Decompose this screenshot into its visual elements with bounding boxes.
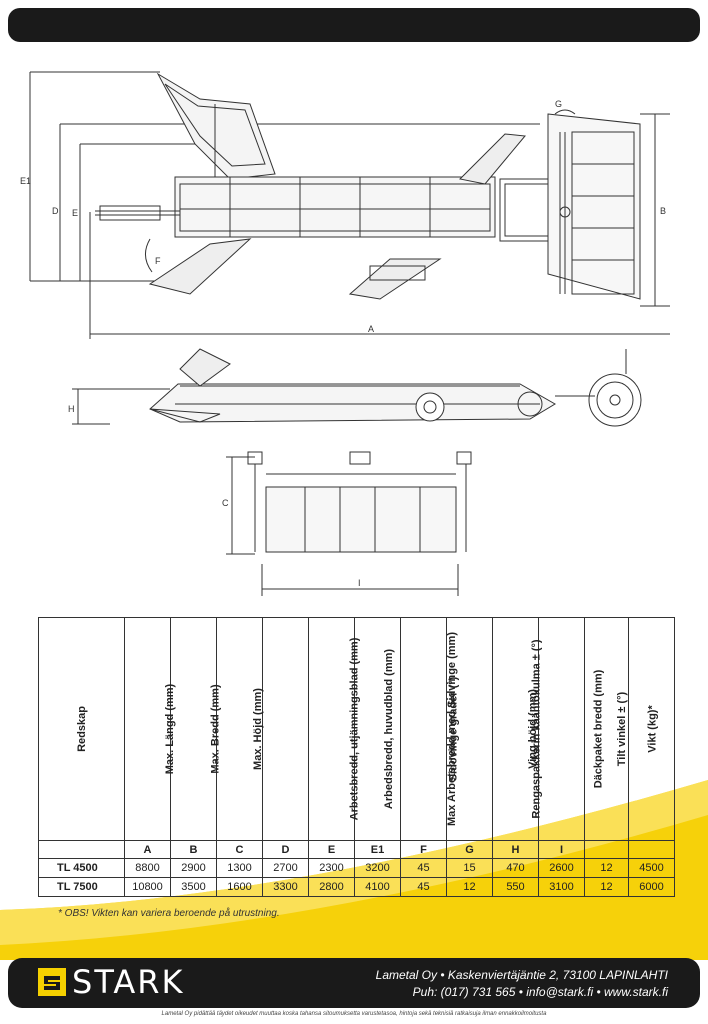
dim-label-b: B xyxy=(660,206,666,216)
dim-label-i: I xyxy=(358,578,361,588)
header-arbetsbredd-utjamningsblad: Arbetsbredd, utjämningsblad (mm) xyxy=(262,617,360,841)
dim-label-e: E xyxy=(72,208,78,218)
footer-bar: STARK Lametal Oy • Kaskenviertäjäntie 2,… xyxy=(8,958,700,1008)
contact-info: Puh: (017) 731 565 • info@stark.fi • www… xyxy=(412,985,668,999)
table-cell: 3100 xyxy=(538,877,585,897)
table-cell: 45 xyxy=(400,858,447,878)
weight-note: * OBS! Vikten kan variera beroende på ut… xyxy=(58,908,280,919)
stark-logo-icon xyxy=(38,968,66,996)
header-max-bredd: Max. Bredd (mm) xyxy=(170,617,222,841)
table-cell: 2600 xyxy=(538,858,585,878)
table-cell: 2800 xyxy=(308,877,355,897)
letter-cell xyxy=(584,840,629,859)
dim-label-d: D xyxy=(52,206,59,216)
header-max-hojd: Max. Höjd (mm) xyxy=(216,617,264,841)
letter-cell: D xyxy=(262,840,309,859)
letter-cell: E1 xyxy=(354,840,401,859)
table-cell: 12 xyxy=(584,858,629,878)
table-cell: 15 xyxy=(446,858,493,878)
table-cell: 1600 xyxy=(216,877,263,897)
letter-cell: E xyxy=(308,840,355,859)
table-cell: 3500 xyxy=(170,877,217,897)
letter-cell xyxy=(628,840,675,859)
table-cell: 470 xyxy=(492,858,539,878)
letter-cell: C xyxy=(216,840,263,859)
model-cell: TL 4500 xyxy=(38,858,125,878)
letter-cell: A xyxy=(124,840,171,859)
letter-cell: H xyxy=(492,840,539,859)
table-cell: 2700 xyxy=(262,858,309,878)
brand-name: STARK xyxy=(72,963,185,1001)
header-max-langd: Max. Längd (mm) xyxy=(124,617,176,841)
letter-cell: B xyxy=(170,840,217,859)
table-row: TL 7500 10800 3500 1600 3300 2800 4100 4… xyxy=(38,877,675,897)
table-cell: 10800 xyxy=(124,877,171,897)
header-vikt: Vikt (kg)* xyxy=(628,617,675,841)
table-cell: 12 xyxy=(584,877,629,897)
model-cell: TL 7500 xyxy=(38,877,125,897)
table-cell: 12 xyxy=(446,877,493,897)
header-tilt-vinkel: Tilt vinkel ± (°) xyxy=(584,617,629,841)
table-cell: 2300 xyxy=(308,858,355,878)
table-cell: 550 xyxy=(492,877,539,897)
dim-label-e1: E1 xyxy=(20,176,31,186)
table-cell: 4100 xyxy=(354,877,401,897)
table-cell: 4500 xyxy=(628,858,675,878)
dim-label-g: G xyxy=(555,99,562,109)
header-rengaspakkerin: Rengaspakkerin kääntökulma ± (°) xyxy=(446,617,543,841)
dim-label-f: F xyxy=(155,256,161,266)
table-cell: 1300 xyxy=(216,858,263,878)
table-row: TL 4500 8800 2900 1300 2700 2300 3200 45… xyxy=(38,858,675,878)
header-ving-hojd: Ving höjd (mm) xyxy=(492,617,539,841)
table-cell: 3300 xyxy=(262,877,309,897)
letter-cell: G xyxy=(446,840,493,859)
letter-cell: I xyxy=(538,840,585,859)
disclaimer-text: Lametal Oy pidättää täydet oikeudet muut… xyxy=(161,1011,547,1017)
company-address: Lametal Oy • Kaskenviertäjäntie 2, 73100… xyxy=(375,968,668,982)
dim-label-c: C xyxy=(222,498,229,508)
header-dackpaket-bredd: Däckpaket bredd (mm) xyxy=(538,617,604,841)
specification-table: Redskap Max. Längd (mm) Max. Bredd (mm) … xyxy=(38,617,675,897)
technical-drawing: E1 D E F A B G H C I xyxy=(20,71,670,596)
header-redskap: Redskap xyxy=(38,617,125,841)
letter-cell: F xyxy=(400,840,447,859)
letter-row: A B C D E E1 F G H I xyxy=(38,840,675,859)
table-cell: 3200 xyxy=(354,858,401,878)
dim-label-h: H xyxy=(68,404,75,414)
table-cell: 6000 xyxy=(628,877,675,897)
top-banner xyxy=(8,8,700,42)
table-cell: 45 xyxy=(400,877,447,897)
header-arbetsbredd-huvudblad: Arbedsbredd, huvudblad (mm) xyxy=(308,617,395,841)
table-cell: 8800 xyxy=(124,858,171,878)
header-row: Redskap Max. Längd (mm) Max. Bredd (mm) … xyxy=(38,617,675,841)
table-cell: 2900 xyxy=(170,858,217,878)
dim-label-a: A xyxy=(368,324,374,334)
header-max-arbetsbredd-sidvinge: Max Arbetsbredd med Sidvinge (mm) xyxy=(354,617,458,841)
header-sidovinge-grader: Sidovinge grader (°) xyxy=(400,617,459,841)
letter-cell xyxy=(38,840,125,859)
